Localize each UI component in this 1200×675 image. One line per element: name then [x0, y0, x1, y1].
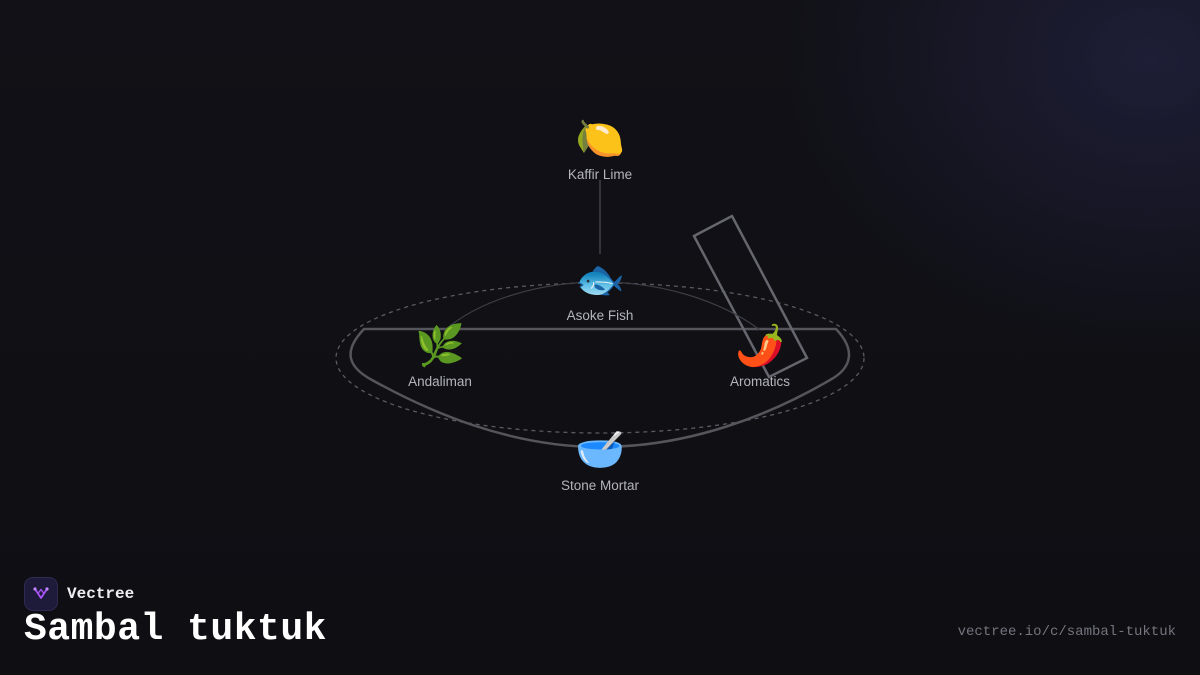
- node-label: Asoke Fish: [567, 308, 634, 323]
- vectree-tree-icon: [24, 577, 58, 611]
- page-url[interactable]: vectree.io/c/sambal-tuktuk: [957, 624, 1176, 640]
- chili-pepper-icon: 🌶️: [735, 322, 785, 369]
- node-label: Stone Mortar: [561, 478, 640, 493]
- node-label: Aromatics: [730, 374, 790, 389]
- page-title: Sambal tuktuk: [24, 608, 327, 651]
- connector-arc: [444, 281, 761, 331]
- mortar-rim-dashed-outline: [335, 282, 865, 434]
- node-asoke-fish: 🐟 Asoke Fish: [567, 257, 634, 323]
- node-label: Andaliman: [408, 374, 472, 389]
- herb-icon: 🌿: [415, 322, 465, 369]
- node-label: Kaffir Lime: [568, 167, 632, 182]
- lemon-icon: 🍋: [575, 116, 625, 162]
- brand[interactable]: Vectree: [24, 577, 134, 611]
- node-andaliman: 🌿 Andaliman: [408, 322, 472, 389]
- fish-icon: 🐟: [575, 257, 625, 303]
- bowl-with-spoon-icon: 🥣: [575, 427, 625, 473]
- node-kaffir-lime: 🍋 Kaffir Lime: [568, 116, 632, 182]
- mortar-bowl-outline: [349, 327, 851, 449]
- brand-name: Vectree: [67, 585, 135, 603]
- node-stone-mortar: 🥣 Stone Mortar: [561, 427, 640, 493]
- pestle-outline: [692, 214, 809, 379]
- node-aromatics: 🌶️ Aromatics: [730, 322, 790, 389]
